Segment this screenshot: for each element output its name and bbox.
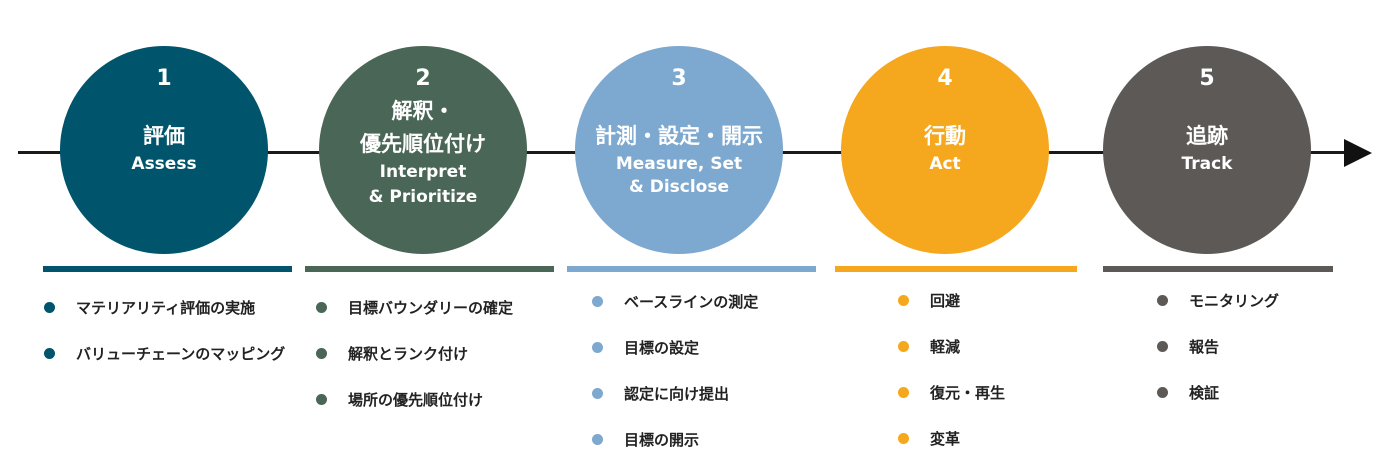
bullet-icon xyxy=(316,348,327,359)
bullet-icon xyxy=(592,342,603,353)
step-4-circle: 4 行動 Act xyxy=(841,46,1049,254)
step-2-bar xyxy=(305,266,554,272)
bullet-icon xyxy=(898,433,909,444)
step-3-number: 3 xyxy=(671,66,687,91)
arrow-head-icon xyxy=(1344,139,1372,167)
step-1-number: 1 xyxy=(156,66,172,91)
step-3-bar xyxy=(567,266,816,272)
bullet-icon xyxy=(898,341,909,352)
bullet-icon xyxy=(316,302,327,313)
step-1-title-jp: 評価 xyxy=(143,124,185,148)
bullet-icon xyxy=(316,394,327,405)
step-4-title-jp: 行動 xyxy=(924,124,966,148)
bullet-icon xyxy=(592,388,603,399)
step-4-bar xyxy=(835,266,1077,272)
bullet-icon xyxy=(44,348,55,359)
step-3-title-en-line1: Measure, Set xyxy=(615,154,743,174)
step-5-number: 5 xyxy=(1199,66,1215,91)
step-3-circle: 3 計測・設定・開示 Measure, Set & Disclose xyxy=(575,46,783,254)
step-5-title-jp: 追跡 xyxy=(1186,124,1228,148)
bullet-icon xyxy=(1157,341,1168,352)
bullet-icon xyxy=(898,387,909,398)
bullet-icon xyxy=(1157,295,1168,306)
step-2-title-en-line1: Interpret xyxy=(379,162,467,182)
step-5-circle: 5 追跡 Track xyxy=(1103,46,1311,254)
step-3-title-jp: 計測・設定・開示 xyxy=(595,124,763,148)
step-2-title-en-line2: & Prioritize xyxy=(368,187,478,207)
step-3-title-en-line2: & Disclose xyxy=(628,177,730,197)
step-2-number: 2 xyxy=(415,66,431,91)
step-4-title-en: Act xyxy=(929,154,961,174)
step-5-bar xyxy=(1103,266,1333,272)
step-5-title-en: Track xyxy=(1181,154,1233,174)
bullet-icon xyxy=(1157,387,1168,398)
step-1-circle: 1 評価 Assess xyxy=(60,46,268,254)
bullet-icon xyxy=(898,295,909,306)
step-1-title-en: Assess xyxy=(131,154,197,174)
step-2-title-jp-line1: 解釈・ xyxy=(391,99,455,123)
bullet-icon xyxy=(44,302,55,313)
step-2-circle: 2 解釈・ 優先順位付け Interpret & Prioritize xyxy=(319,46,527,254)
bullet-icon xyxy=(592,434,603,445)
step-2-title-jp-line2: 優先順位付け xyxy=(360,132,486,156)
step-1-bar xyxy=(43,266,292,272)
bullet-icon xyxy=(592,296,603,307)
step-4-number: 4 xyxy=(937,66,953,91)
